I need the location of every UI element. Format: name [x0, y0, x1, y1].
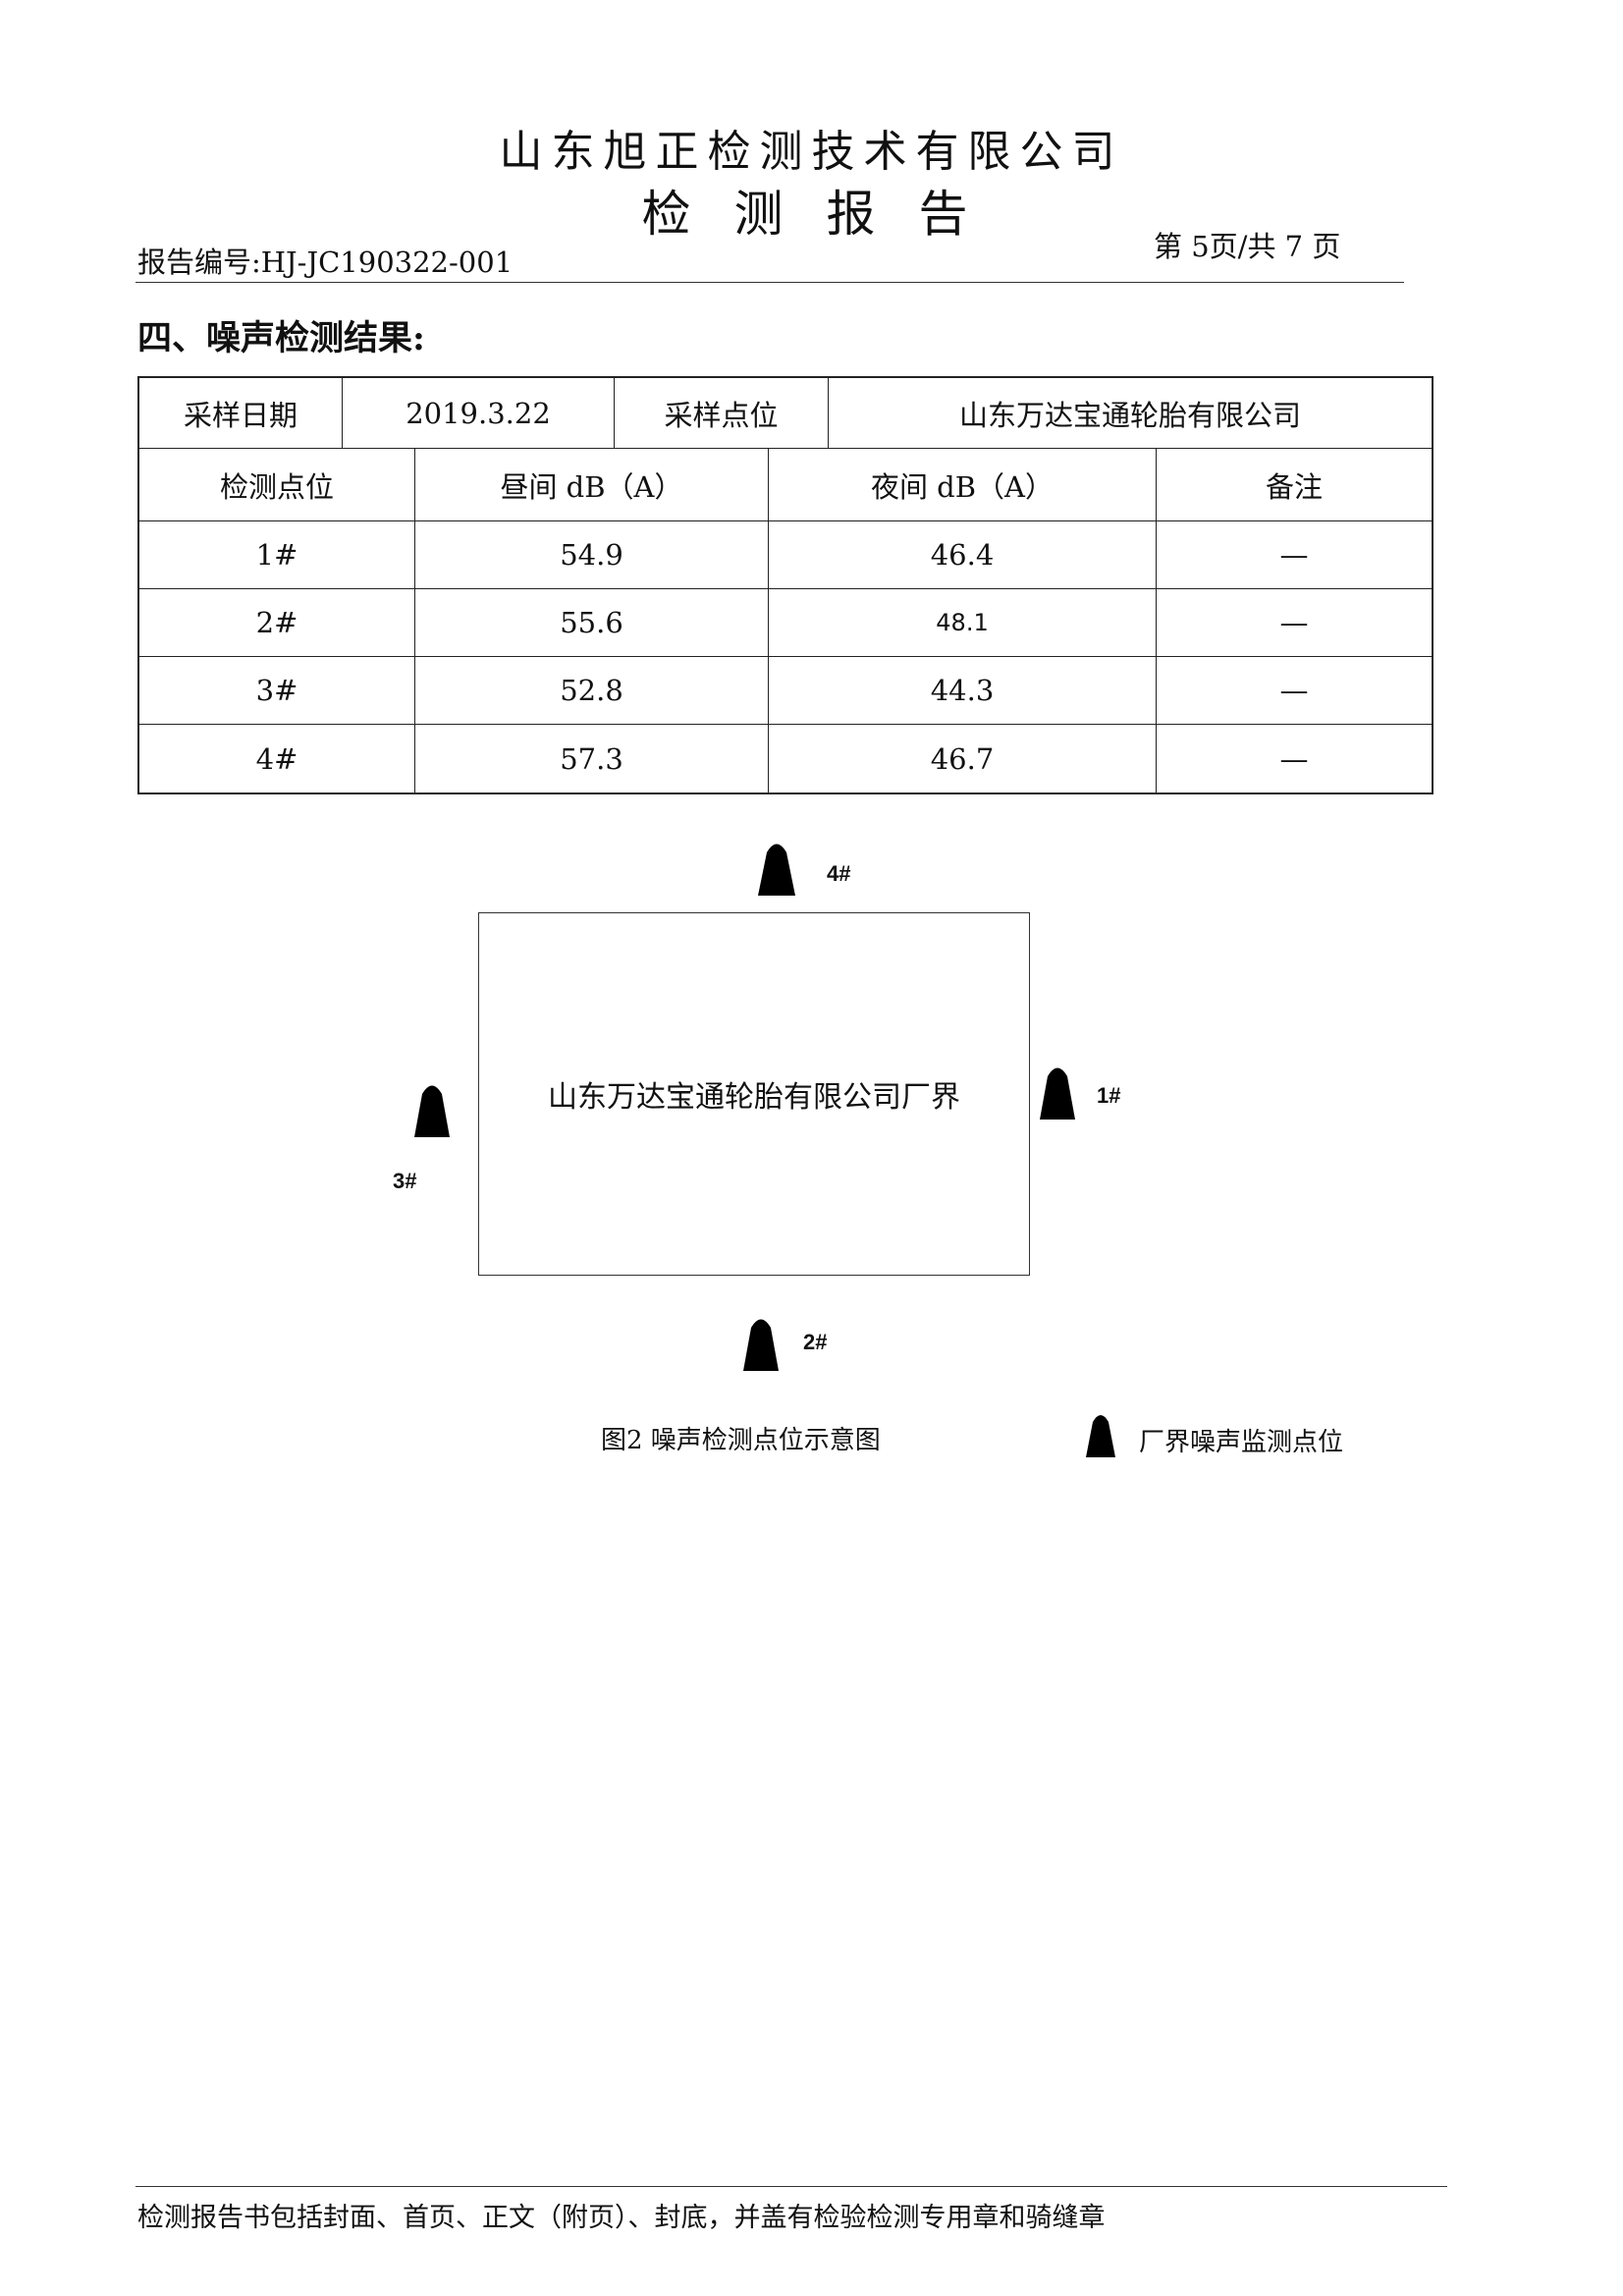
table-row: 1# 54.9 46.4 — [139, 521, 1432, 589]
site-label: 采样点位 [615, 378, 829, 448]
cell-point: 2# [139, 589, 415, 656]
cone-marker-icon [743, 1319, 779, 1371]
header-divider [135, 282, 1404, 283]
cell-point: 3# [139, 657, 415, 724]
cell-point: 4# [139, 725, 415, 793]
cell-remark: — [1279, 674, 1309, 707]
report-number: 报告编号:HJ-JC190322-001 [137, 246, 514, 279]
cone-marker-icon [758, 844, 795, 896]
plant-boundary: 山东万达宝通轮胎有限公司厂界 [478, 912, 1030, 1276]
page-number: 第 5页/共 7 页 [1154, 230, 1341, 263]
site-value: 山东万达宝通轮胎有限公司 [958, 398, 1301, 432]
cone-marker-icon [414, 1085, 450, 1137]
cone-marker-icon [1040, 1067, 1075, 1120]
col-header-night: 夜间 dB（A） [769, 449, 1157, 520]
table-row: 3# 52.8 44.3 — [139, 657, 1432, 725]
date-value: 2019.3.22 [343, 378, 615, 448]
table-row: 2# 55.6 48.1 — [139, 589, 1432, 657]
date-label: 采样日期 [139, 378, 343, 448]
noise-results-table: 采样日期 2019.3.22 采样点位 山东万达宝通轮胎有限公司 检测点位 昼间… [137, 376, 1434, 794]
cell-night: 46.4 [769, 521, 1157, 588]
cell-remark: — [1279, 606, 1309, 639]
cell-night: 46.7 [769, 725, 1157, 793]
point-label-4: 4# [827, 861, 851, 886]
cell-day: 57.3 [415, 725, 769, 793]
table-info-row: 采样日期 2019.3.22 采样点位 山东万达宝通轮胎有限公司 [139, 378, 1432, 449]
cell-point: 1# [139, 521, 415, 588]
cell-day: 54.9 [415, 521, 769, 588]
cell-night: 48.1 [769, 589, 1157, 656]
point-label-1: 1# [1097, 1083, 1121, 1108]
legend-label: 厂界噪声监测点位 [1139, 1428, 1344, 1457]
cell-night: 44.3 [769, 657, 1157, 724]
footer-note: 检测报告书包括封面、首页、正文（附页）、封底，并盖有检验检测专用章和骑缝章 [137, 2203, 1106, 2233]
table-header-row: 检测点位 昼间 dB（A） 夜间 dB（A） 备注 [139, 449, 1432, 521]
cell-day: 52.8 [415, 657, 769, 724]
point-label-2: 2# [803, 1330, 828, 1354]
footer-divider [135, 2186, 1447, 2187]
section-title: 四、噪声检测结果: [137, 318, 425, 358]
cell-remark: — [1279, 538, 1309, 572]
col-header-point: 检测点位 [139, 449, 415, 520]
figure-caption: 图2 噪声检测点位示意图 [601, 1426, 881, 1455]
company-name: 山东旭正检测技术有限公司 [499, 127, 1124, 177]
cell-day: 55.6 [415, 589, 769, 656]
cell-remark: — [1279, 741, 1309, 776]
cone-marker-icon [1086, 1415, 1115, 1457]
plant-label: 山东万达宝通轮胎有限公司厂界 [548, 1080, 960, 1115]
report-title: 检测报告 [641, 186, 1011, 243]
table-row: 4# 57.3 46.7 — [139, 725, 1432, 793]
col-header-remark: 备注 [1265, 469, 1323, 504]
point-label-3: 3# [393, 1169, 417, 1193]
monitoring-point-markers [414, 844, 1115, 1457]
col-header-day: 昼间 dB（A） [415, 449, 769, 520]
